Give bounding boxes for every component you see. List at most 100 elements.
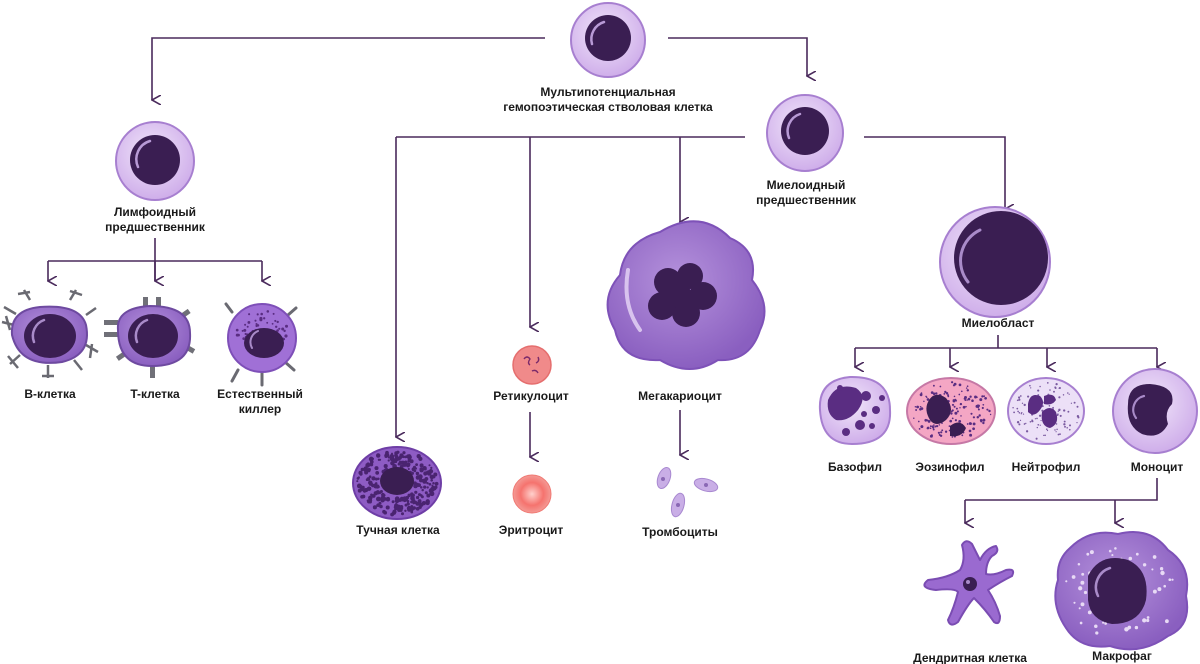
macrophage-vesicle xyxy=(1157,587,1162,592)
mast-granule xyxy=(356,477,360,480)
macrophage-vesicle xyxy=(1111,554,1114,557)
eosinophil-granule xyxy=(983,395,985,398)
nk-granule xyxy=(272,312,275,315)
mast-granule xyxy=(421,488,424,492)
eosinophil-granule xyxy=(968,429,972,433)
mast-granule xyxy=(419,463,424,468)
mast-granule xyxy=(381,492,385,497)
eosinophil-granule xyxy=(924,418,928,422)
platelets xyxy=(656,466,719,518)
eosinophil-granule xyxy=(980,420,983,423)
mast-granule xyxy=(424,468,427,471)
label-myeloblast: Миелобласт xyxy=(961,316,1035,330)
label-reticulocyte: Ретикулоцит xyxy=(493,389,569,403)
macrophage-vesicle xyxy=(1151,568,1154,571)
macrophage-vesicle xyxy=(1142,563,1147,567)
mast-granule xyxy=(392,458,397,463)
eosinophil-granule xyxy=(932,384,935,387)
neutrophil-granule xyxy=(1029,384,1031,387)
eosinophil-granule xyxy=(981,406,984,410)
eosinophil-granule xyxy=(947,395,949,397)
neutrophil-granule xyxy=(1076,421,1078,424)
mast-granule xyxy=(394,454,397,457)
neutrophil-granule xyxy=(1016,421,1020,424)
mast-granule xyxy=(413,483,418,489)
mast-granule xyxy=(415,475,421,480)
mast-granule xyxy=(375,471,380,475)
mast-granule xyxy=(407,459,411,463)
macrophage-vesicle xyxy=(1128,556,1133,561)
eosinophil-granule xyxy=(962,405,966,409)
eosinophil-granule xyxy=(923,400,925,403)
label-platelets: Тромбоциты xyxy=(642,525,718,539)
neutrophil-granule xyxy=(1057,410,1059,412)
macrophage-vesicle xyxy=(1142,618,1147,623)
macrophage-vesicle xyxy=(1078,607,1081,610)
eosinophil-granule xyxy=(944,390,947,394)
mast-granule xyxy=(385,505,390,510)
label-mast-cell: Тучная клетка xyxy=(356,523,440,537)
label-macrophage: Макрофаг xyxy=(1092,649,1152,663)
eosinophil-granule xyxy=(938,424,941,426)
neutrophil-granule xyxy=(1031,419,1033,421)
eosinophil-granule xyxy=(950,412,953,415)
mast-granule xyxy=(377,485,380,489)
neutrophil-granule xyxy=(1019,395,1022,397)
eosinophil-granule xyxy=(982,421,985,425)
neutrophil-granule xyxy=(1037,389,1040,392)
mast-granule xyxy=(426,470,430,474)
neutrophil-granule xyxy=(1023,403,1026,407)
macrophage-vesicle xyxy=(1114,547,1117,550)
eosinophil-granule xyxy=(956,410,959,413)
macrophage-vesicle xyxy=(1146,616,1150,619)
macrophage-vesicle xyxy=(1163,584,1167,588)
eosinophil-granule xyxy=(919,405,922,408)
mast-granule xyxy=(364,487,369,493)
basophil-cell xyxy=(818,375,892,446)
nk-granule xyxy=(276,320,279,324)
mast-granule xyxy=(419,494,422,497)
mast-granule xyxy=(375,453,381,458)
neutrophil-granule xyxy=(1044,434,1046,437)
neutrophil-granule xyxy=(1040,419,1042,422)
eosinophil-granule xyxy=(926,398,930,401)
macrophage-vesicle xyxy=(1152,589,1157,594)
neutrophil-granule xyxy=(1056,428,1058,431)
mast-granule xyxy=(412,506,415,509)
neutrophil-granule xyxy=(1062,394,1065,396)
mast-granule xyxy=(415,471,420,476)
nk-granule xyxy=(242,337,246,340)
eosinophil-granule xyxy=(937,431,941,434)
mast-granule xyxy=(432,482,435,485)
neutrophil-granule xyxy=(1036,426,1038,429)
eosinophil-granule xyxy=(935,392,938,395)
macrophage-vesicle xyxy=(1087,610,1092,615)
nk-granule xyxy=(274,325,278,329)
neutrophil-granule xyxy=(1049,389,1051,391)
mast-granule xyxy=(415,463,419,467)
nk-granule xyxy=(243,328,247,332)
eosinophil-granule xyxy=(935,424,939,428)
eosinophil-granule xyxy=(960,390,963,393)
neutrophil-granule xyxy=(1018,396,1021,399)
neutrophil-granule xyxy=(1063,409,1066,412)
mast-granule xyxy=(429,491,435,497)
macrophage-vesicle xyxy=(1071,575,1076,579)
mast-granule xyxy=(418,456,423,461)
eosinophil-granule xyxy=(949,419,953,423)
mast-granule xyxy=(402,463,407,467)
neutrophil-granule xyxy=(1058,387,1060,389)
neutrophil-granule xyxy=(1048,405,1051,407)
mast-granule xyxy=(376,503,379,507)
monocyte-branch-line xyxy=(965,478,1158,501)
mast-granule xyxy=(394,503,398,506)
eosinophil-granule xyxy=(927,419,931,423)
neutrophil-granule xyxy=(1012,406,1014,409)
mast-granule xyxy=(409,459,414,464)
eosinophil-granule xyxy=(934,425,937,428)
macrophage-vesicle xyxy=(1089,550,1094,555)
eosinophil-granule xyxy=(930,391,934,394)
nk-granule xyxy=(235,328,239,332)
neutrophil-granule xyxy=(1043,434,1045,437)
